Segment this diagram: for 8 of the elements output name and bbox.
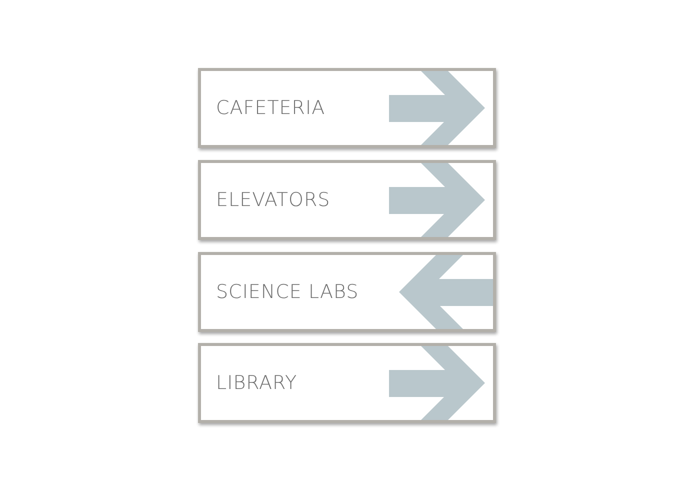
destination-label: CAFETERIA — [216, 97, 326, 119]
sign-panel — [198, 343, 496, 423]
sign-panel — [198, 160, 496, 240]
sign-panel — [198, 68, 496, 148]
destination-label: ELEVATORS — [216, 189, 330, 211]
destination-label: SCIENCE LABS — [216, 281, 359, 303]
destination-label: LIBRARY — [216, 372, 298, 394]
sign-panel — [198, 252, 496, 332]
